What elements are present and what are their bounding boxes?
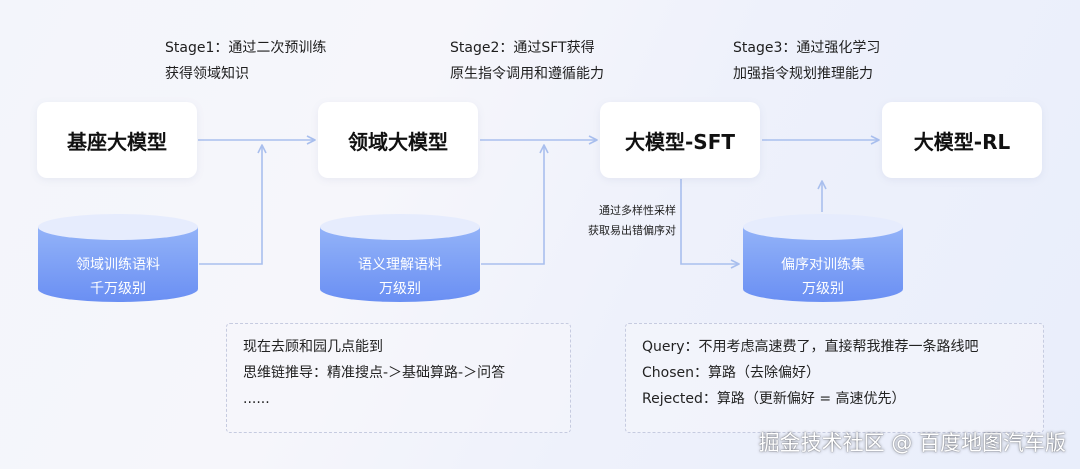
stage1-description: Stage1：通过二次预训练 获得领域知识 [165,35,326,87]
note-left-line2: 思维链推导：精准搜点-＞基础算路-＞问答 [243,365,506,381]
dataset-cylinder-preference-pairs: 偏序对训练集 万级别 [742,213,904,303]
dataset1-line1: 领域训练语料 [76,257,160,273]
cylinder-shape [743,214,903,302]
model-label-base: 基座大模型 [67,129,167,154]
dataset2-line2: 万级别 [379,281,421,297]
model-box-domain: 领域大模型 [318,102,478,178]
stage2-line1: Stage2：通过SFT获得 [450,40,595,56]
note-left-line1: 现在去顾和园几点能到 [243,339,383,355]
model-label-rl: 大模型-RL [913,129,1011,154]
dataset3-line2: 万级别 [802,281,844,297]
model-label-sft: 大模型-SFT [624,129,735,154]
dataset-cylinder-domain-corpus: 领域训练语料 千万级别 [37,213,199,303]
stage1-line2: 获得领域知识 [165,66,249,82]
note-right-line3: Rejected：算路（更新偏好 = 高速优先） [642,391,906,407]
note-right-line1: Query：不用考虑高速费了，直接帮我推荐一条路线吧 [642,339,979,355]
arrow-sft-to-preference [680,179,740,269]
stage2-line2: 原生指令调用和遵循能力 [450,66,604,82]
dataset-cylinder-semantic-corpus: 语义理解语料 万级别 [319,213,481,303]
cylinder-shape [38,214,198,302]
note-right-line2: Chosen：算路（去除偏好） [642,365,820,381]
sampling-note-line2: 获取易出错偏序对 [588,224,676,237]
model-label-domain: 领域大模型 [348,129,448,154]
example-note-cot: 现在去顾和园几点能到 思维链推导：精准搜点-＞基础算路-＞问答 ...... [226,323,571,433]
sampling-note-line1: 通过多样性采样 [599,204,676,217]
stage3-line1: Stage3：通过强化学习 [733,40,881,56]
dataset2-line1: 语义理解语料 [358,257,442,273]
stage3-line2: 加强指令规划推理能力 [733,66,873,82]
stage1-line1: Stage1：通过二次预训练 [165,40,327,56]
model-box-sft: 大模型-SFT [600,102,760,178]
model-box-base: 基座大模型 [37,102,197,178]
dataset3-line1: 偏序对训练集 [781,257,865,273]
stage3-description: Stage3：通过强化学习 加强指令规划推理能力 [733,35,880,87]
note-left-line3: ...... [243,391,270,407]
arrow-dataset2-up [481,144,549,265]
dataset1-line2: 千万级别 [90,281,146,297]
sampling-note: 通过多样性采样 获取易出错偏序对 [560,201,676,241]
watermark: 掘金技术社区 @ 百度地图汽车版 [758,431,1066,455]
arrow-dataset1-up [199,144,267,265]
example-note-preference: Query：不用考虑高速费了，直接帮我推荐一条路线吧 Chosen：算路（去除偏… [625,323,1044,433]
cylinder-shape [320,214,480,302]
model-box-rl: 大模型-RL [882,102,1042,178]
stage2-description: Stage2：通过SFT获得 原生指令调用和遵循能力 [450,35,604,87]
